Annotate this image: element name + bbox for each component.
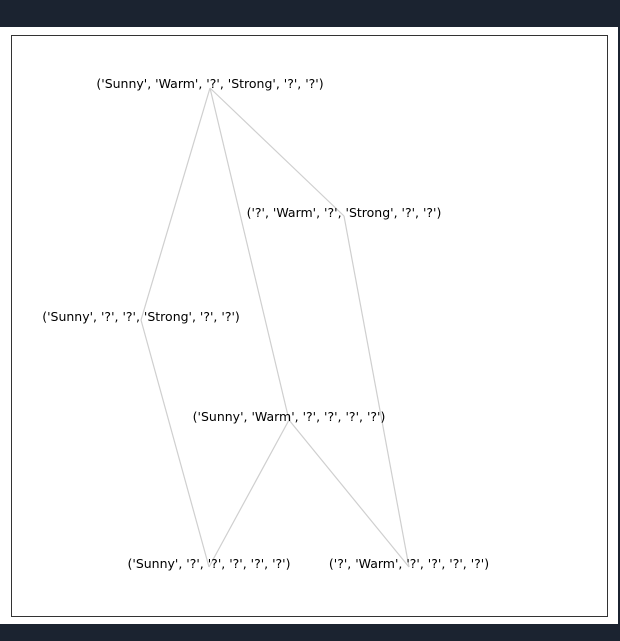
edge-n1-n2	[209, 87, 345, 217]
node-label: ('Sunny', 'Warm', '?', '?', '?', '?')	[193, 409, 386, 424]
node-label: ('Sunny', '?', '?', 'Strong', '?', '?')	[42, 309, 240, 324]
node-label: ('?', 'Warm', '?', '?', '?', '?')	[329, 556, 489, 571]
edge-n1-n3	[140, 87, 211, 321]
nodes-layer: ('Sunny', 'Warm', '?', 'Strong', '?', '?…	[42, 76, 489, 571]
edge-n1-n4	[209, 87, 290, 421]
edge-n2-n6	[343, 215, 410, 568]
node-label: ('Sunny', 'Warm', '?', 'Strong', '?', '?…	[96, 76, 323, 91]
plot-area	[11, 35, 608, 617]
edge-n3-n5	[140, 319, 210, 568]
node-label: ('?', 'Warm', '?', 'Strong', '?', '?')	[247, 205, 442, 220]
node-label: ('Sunny', '?', '?', '?', '?', '?')	[128, 556, 291, 571]
edge-n4-n5	[208, 419, 290, 568]
edges-layer	[140, 87, 410, 568]
edge-n4-n6	[288, 419, 410, 568]
